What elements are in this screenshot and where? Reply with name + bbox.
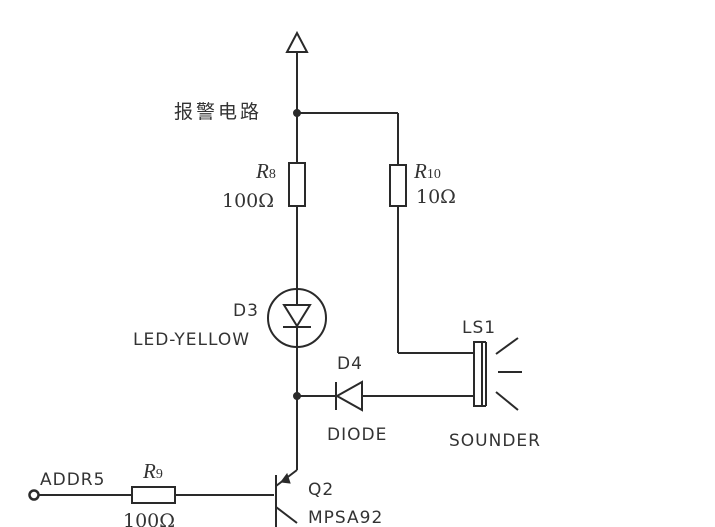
- r8-resistor: [288, 162, 306, 207]
- supply-net-label: 报警电路: [174, 101, 262, 123]
- q2-transistor: [275, 469, 298, 527]
- addr5-label: ADDR5: [40, 470, 105, 490]
- d4-ref: D4: [337, 354, 363, 374]
- addr5-terminal: [28, 489, 40, 501]
- ls1-ref: LS1: [462, 318, 496, 338]
- r8-label: R8: [255, 159, 276, 183]
- d3-part: LED-YELLOW: [133, 330, 250, 350]
- d3-ref: D3: [233, 301, 259, 321]
- d4-part: DIODE: [327, 425, 387, 445]
- q2-part: MPSA92: [308, 508, 383, 527]
- r9-resistor: [131, 486, 176, 504]
- r9-sub: 9: [156, 467, 163, 482]
- r9-value: 100Ω: [123, 510, 175, 527]
- r9-label: R9: [142, 459, 163, 483]
- r10-value: 10Ω: [416, 186, 456, 208]
- r10-sub: 10: [427, 167, 441, 182]
- sound-waves-icon: [495, 337, 522, 411]
- r10-label: R10: [413, 159, 441, 183]
- d3-led: [267, 288, 327, 348]
- junction-top: [293, 109, 301, 117]
- q2-ref: Q2: [308, 480, 334, 500]
- r10-resistor: [389, 164, 407, 207]
- junction-d3-d4: [293, 392, 301, 400]
- supply-arrow-icon: [285, 30, 309, 53]
- r10-name: R: [413, 159, 427, 183]
- ls1-part: SOUNDER: [449, 431, 541, 451]
- r8-value: 100Ω: [222, 190, 274, 212]
- ls1-sounder: [473, 341, 487, 407]
- r9-name: R: [142, 459, 156, 483]
- wires: [36, 50, 474, 496]
- r8-sub: 8: [269, 167, 276, 182]
- r8-name: R: [255, 159, 269, 183]
- d4-diode: [334, 380, 363, 412]
